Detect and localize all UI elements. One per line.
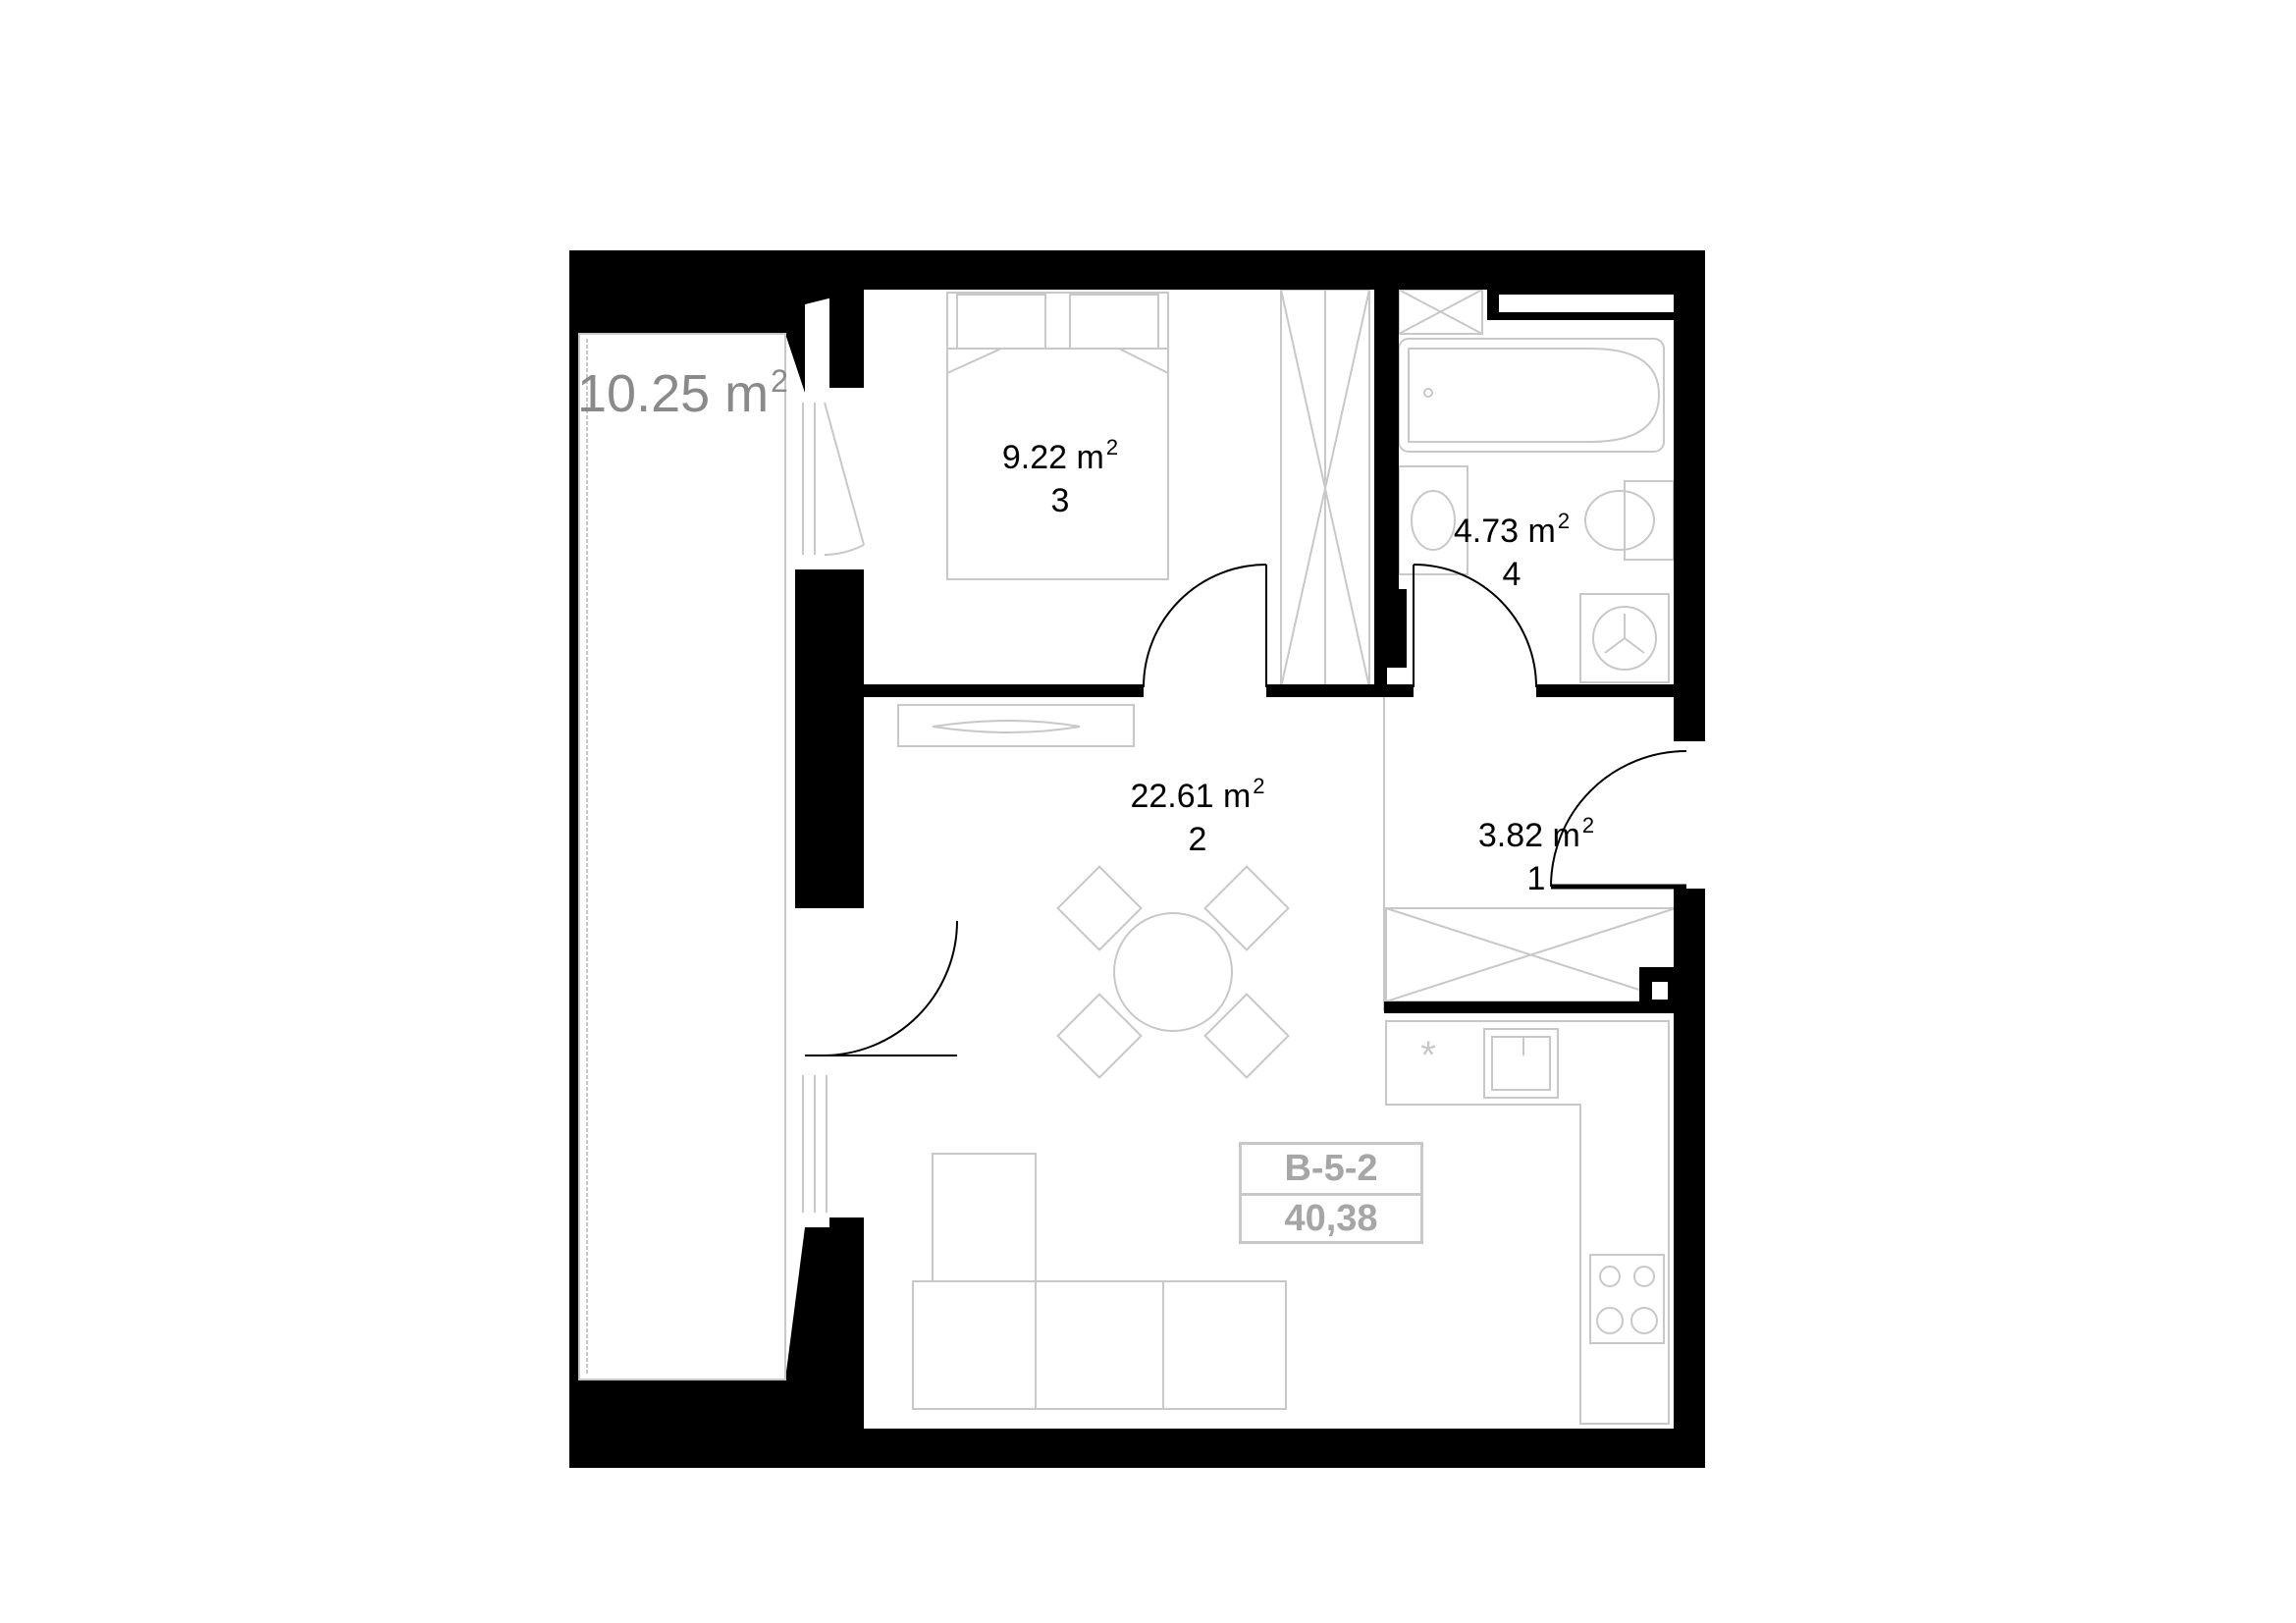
- shaft-entrance-void: [1652, 982, 1668, 1000]
- balcony-bottom-wall: [569, 1227, 864, 1468]
- room-area-sup: 2: [1581, 813, 1595, 838]
- room-area-sup: 2: [1253, 774, 1265, 798]
- room-area-value: 22.61 m: [1130, 778, 1252, 815]
- room-bathroom-label: 4.73 m2 4: [1428, 509, 1595, 593]
- wall-balcony-mid: [795, 569, 864, 908]
- dining-table-icon: [1056, 865, 1290, 1079]
- wardrobe-icon: [1280, 289, 1370, 688]
- bedroom-door: [1143, 564, 1267, 688]
- shaft-top-bottom: [1487, 312, 1674, 320]
- room-number: 4: [1502, 556, 1522, 593]
- balcony-area-unit-sup: 2: [771, 363, 788, 399]
- room-number: 1: [1526, 860, 1546, 897]
- living-window: [802, 1075, 828, 1213]
- room-area-sup: 2: [1105, 435, 1119, 460]
- room-area: 9.22 m2: [977, 435, 1144, 476]
- walls-layer: [569, 250, 1705, 1468]
- bath-cabinet-icon: [1398, 289, 1483, 335]
- wall-balcony-bedroom: [829, 290, 864, 388]
- room-area-value: 4.73 m: [1453, 513, 1556, 550]
- appliance-mark: *: [1420, 1034, 1436, 1077]
- sofa-icon: [912, 1153, 1287, 1410]
- room-area-sup: 2: [1557, 509, 1571, 533]
- room-bedroom-label: 9.22 m2 3: [977, 435, 1144, 519]
- balcony-area-label: 10.25 m2: [577, 365, 788, 420]
- doors-layer: [802, 402, 1687, 1213]
- wall-bathroom-stub: [1387, 589, 1407, 668]
- unit-code: B-5-2: [1242, 1145, 1420, 1196]
- kitchen-counter-icon: [1385, 1020, 1670, 1425]
- wall-right-lower: [1674, 889, 1705, 1468]
- bathtub-icon: [1398, 338, 1665, 453]
- wall-bathroom-bottom: [1536, 684, 1679, 697]
- shaft-top: [1487, 285, 1674, 295]
- washing-machine-icon: [1579, 593, 1670, 683]
- room-area: 4.73 m2: [1428, 509, 1595, 550]
- hob-icon: [1589, 1254, 1665, 1344]
- balcony-inner: [578, 333, 786, 1380]
- wall-balcony-lower: [829, 1217, 864, 1237]
- shelf-icon: [897, 704, 1135, 747]
- wall-bedroom-bathroom: [1374, 285, 1387, 687]
- wall-entrance-right: [1674, 889, 1705, 967]
- room-hall-label: 3.82 m2 1: [1453, 813, 1620, 897]
- unit-tag: B-5-2 40,38: [1239, 1142, 1423, 1244]
- wall-hall-kitchen: [1384, 1001, 1679, 1013]
- room-number: 3: [1050, 482, 1070, 519]
- room-area: 3.82 m2: [1453, 813, 1620, 854]
- balcony-top-wall: [569, 250, 864, 393]
- bedroom-window: [802, 402, 865, 556]
- bed-icon: [946, 292, 1169, 580]
- shaft-top-left: [1487, 285, 1499, 319]
- room-living-label: 22.61 m2 2: [1104, 774, 1291, 858]
- entrance-door: [1550, 750, 1687, 890]
- hall-wardrobe-icon: [1385, 907, 1677, 1002]
- wall-right-upper: [1674, 250, 1705, 741]
- bathroom-door: [1413, 564, 1537, 688]
- wall-bedroom-bottom-left: [864, 684, 1144, 697]
- room-area-value: 9.22 m: [1001, 439, 1104, 476]
- wall-bathroom-left-inner: [1387, 285, 1399, 668]
- room-area: 22.61 m2: [1104, 774, 1291, 815]
- toilet-icon: [1584, 480, 1675, 561]
- balcony-door: [805, 920, 958, 1056]
- balcony-area-value: 10.25 m: [577, 364, 770, 423]
- unit-total-area: 40,38: [1284, 1198, 1378, 1239]
- room-area-value: 3.82 m: [1477, 817, 1580, 854]
- room-number: 2: [1188, 821, 1207, 858]
- furniture-layer: [573, 289, 1677, 1425]
- wall-bedroom-bottom-right: [1266, 684, 1414, 697]
